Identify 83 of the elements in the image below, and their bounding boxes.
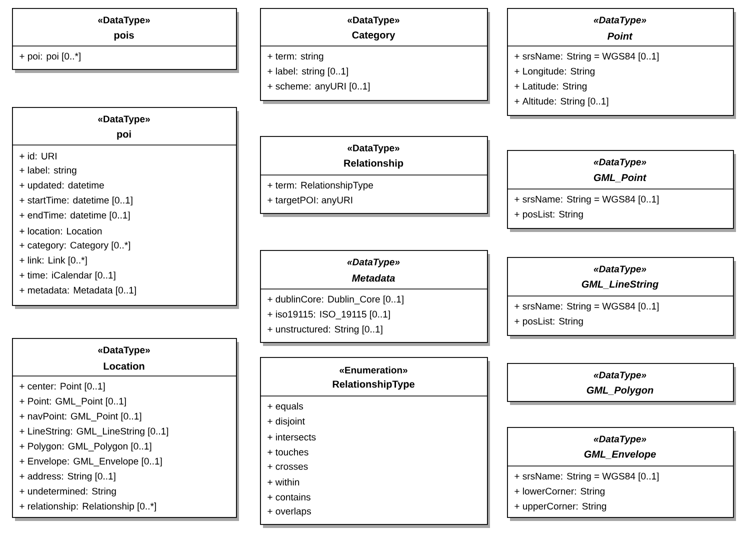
- attribute-text: + posList: String: [514, 318, 583, 326]
- attribute-text: + undetermined: String: [20, 488, 116, 496]
- class-box: [260, 136, 490, 217]
- attribute-text: + Latitude: String: [514, 82, 587, 92]
- attribute-text: + startTime: datetime [0..1]: [20, 196, 132, 206]
- attribute-text: + navPoint: GML_Point [0..1]: [20, 412, 142, 422]
- attribute-text: + scheme: anyURI [0..1]: [268, 82, 370, 92]
- attribute-text: + link: Link [0..*]: [20, 256, 87, 266]
- attribute-text: + relationship: Relationship [0..*]: [20, 502, 156, 512]
- attribute-text: + Altitude: String [0..1]: [514, 98, 608, 106]
- attribute-text: + touches: [268, 448, 308, 456]
- stereotype-label: «DataType»: [348, 144, 400, 154]
- class-name: Category: [352, 31, 396, 41]
- attribute-text: + iso19115: ISO_19115 [0..1]: [268, 310, 390, 320]
- attribute-text: + srsName: String = WGS84 [0..1]: [514, 302, 659, 312]
- stereotype-label: «DataType»: [98, 16, 150, 26]
- class-box: [260, 250, 490, 346]
- attribute-text: + category: Category [0..*]: [20, 242, 130, 250]
- stereotype-label: «DataType»: [594, 158, 646, 168]
- attribute-text: + srsName: String = WGS84 [0..1]: [514, 196, 659, 204]
- attribute-text: + overlaps: [268, 508, 311, 516]
- attribute-text: + poi: poi [0..*]: [20, 52, 80, 62]
- class-name: GML_Envelope: [584, 450, 656, 460]
- attribute-text: + metadata: Metadata [0..1]: [20, 286, 136, 296]
- stereotype-label: «DataType»: [594, 436, 646, 444]
- stereotype-label: «DataType»: [98, 346, 150, 356]
- stereotype-label: «DataType»: [98, 116, 150, 124]
- attribute-text: + equals: [268, 402, 304, 412]
- attribute-text: + endTime: datetime [0..1]: [20, 212, 130, 220]
- class-name: Metadata: [352, 274, 395, 282]
- attribute-text: + Envelope: GML_Envelope [0..1]: [20, 458, 162, 466]
- attribute-text: + label: string: [20, 166, 76, 176]
- stereotype-label: «DataType»: [594, 266, 646, 274]
- class-name: GML_Point: [594, 174, 647, 182]
- attribute-text: + location: Location: [20, 228, 102, 234]
- class-box: [506, 427, 736, 521]
- attribute-text: + srsName: String = WGS84 [0..1]: [514, 52, 659, 62]
- stereotype-label: «DataType»: [594, 372, 646, 380]
- attribute-text: + dublinCore: Dublin_Core [0..1]: [268, 296, 404, 304]
- attribute-text: + Point: GML_Point [0..1]: [20, 398, 126, 406]
- attribute-text: + within: [268, 478, 300, 486]
- attribute-text: + Longitude: String: [514, 68, 594, 76]
- stereotype-label: «DataType»: [348, 16, 400, 26]
- class-name: Relationship: [344, 159, 404, 169]
- class-name: Point: [608, 32, 633, 40]
- class-name: poi: [117, 130, 131, 140]
- class-box: [12, 8, 239, 73]
- attribute-text: + intersects: [268, 434, 316, 440]
- class-name: pois: [114, 31, 134, 41]
- attribute-text: + disjoint: [268, 418, 305, 426]
- class-name: GML_LineString: [582, 280, 658, 290]
- attribute-text: + crosses: [268, 464, 308, 470]
- attribute-text: + updated: datetime: [20, 182, 104, 190]
- class-name: RelationshipType: [332, 380, 414, 390]
- attribute-text: + posList: String: [514, 210, 583, 220]
- attribute-text: + label: string [0..1]: [268, 68, 348, 76]
- attribute-text: + upperCorner: String: [514, 502, 606, 512]
- attribute-text: + address: String [0..1]: [20, 472, 116, 482]
- attribute-text: + id: URI: [20, 152, 56, 160]
- class-box: [260, 357, 490, 528]
- class-box: [12, 107, 239, 309]
- class-box: [507, 363, 736, 405]
- stereotype-label: «Enumeration»: [340, 366, 408, 374]
- stereotype-label: «DataType»: [594, 16, 646, 26]
- attribute-text: + lowerCorner: String: [514, 488, 604, 496]
- attribute-text: + Polygon: GML_Polygon [0..1]: [20, 442, 152, 452]
- attribute-text: + contains: [268, 494, 310, 500]
- attribute-text: + unstructured: String [0..1]: [268, 326, 382, 334]
- stereotype-label: «DataType»: [347, 258, 400, 268]
- class-box: [12, 338, 239, 521]
- class-box: [506, 257, 736, 339]
- attribute-text: + LineString: GML_LineString [0..1]: [20, 428, 168, 436]
- class-box: [506, 8, 736, 119]
- attribute-text: + term: string: [268, 52, 324, 62]
- attribute-text: + center: Point [0..1]: [20, 382, 105, 392]
- class-box: [260, 8, 490, 104]
- attribute-text: + term: RelationshipType: [268, 182, 373, 190]
- attribute-text: + time: iCalendar [0..1]: [20, 272, 116, 280]
- class-name: Location: [104, 362, 144, 370]
- class-name: GML_Polygon: [586, 386, 654, 396]
- attribute-text: + srsName: String = WGS84 [0..1]: [514, 472, 659, 482]
- attribute-text: + targetPOI: anyURI: [268, 196, 352, 206]
- class-box: [506, 150, 736, 232]
